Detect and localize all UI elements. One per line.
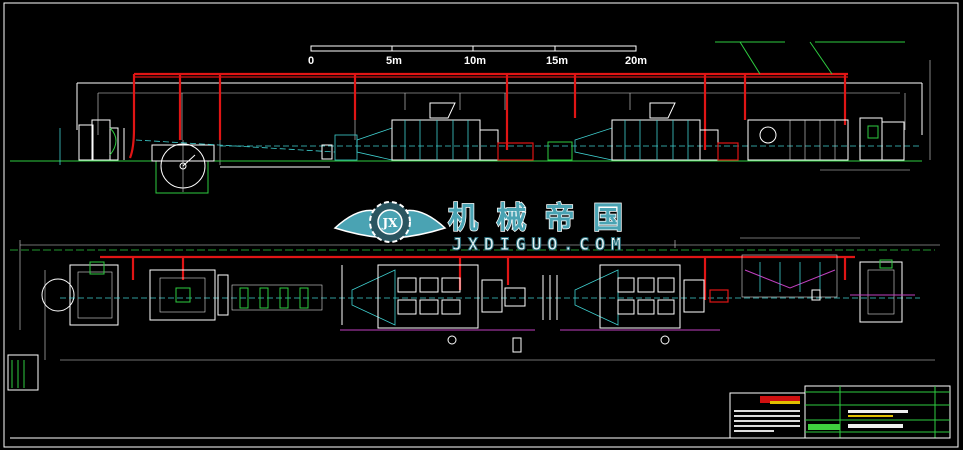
takeup-plan [741,254,915,323]
watermark-logo: JX 机械帝国 JXDIGUO.COM [333,200,624,256]
payoff-stand-left [78,119,125,161]
capstan-plan [149,269,229,321]
title-block [10,385,951,439]
scale-label-0: 0 [308,55,314,67]
strander-2-plan [560,264,729,345]
scale-label-15m: 15m [546,55,568,67]
logo-emblem-text: JX [382,216,399,230]
scale-label-5m: 5m [386,55,402,67]
logo-chinese-text: 机械帝国 [448,201,623,236]
capstan-wheel [151,140,215,194]
strander-1-elevation [321,102,534,161]
logo-domain-text: JXDIGUO.COM [452,235,622,255]
strander-2-elevation [547,102,739,161]
drawing-frame [3,2,959,448]
payoff-plan-left [7,261,119,391]
takeup-unit-elevation [747,117,905,161]
strander-1-plan [340,264,535,353]
scale-label-10m: 10m [464,55,486,67]
scale-bar: 0 5m 10m 15m 20m [308,45,647,67]
elevation-view [10,41,931,194]
plan-view [7,237,940,391]
guide-rollers-plan [231,284,323,311]
scale-label-20m: 20m [625,55,647,67]
